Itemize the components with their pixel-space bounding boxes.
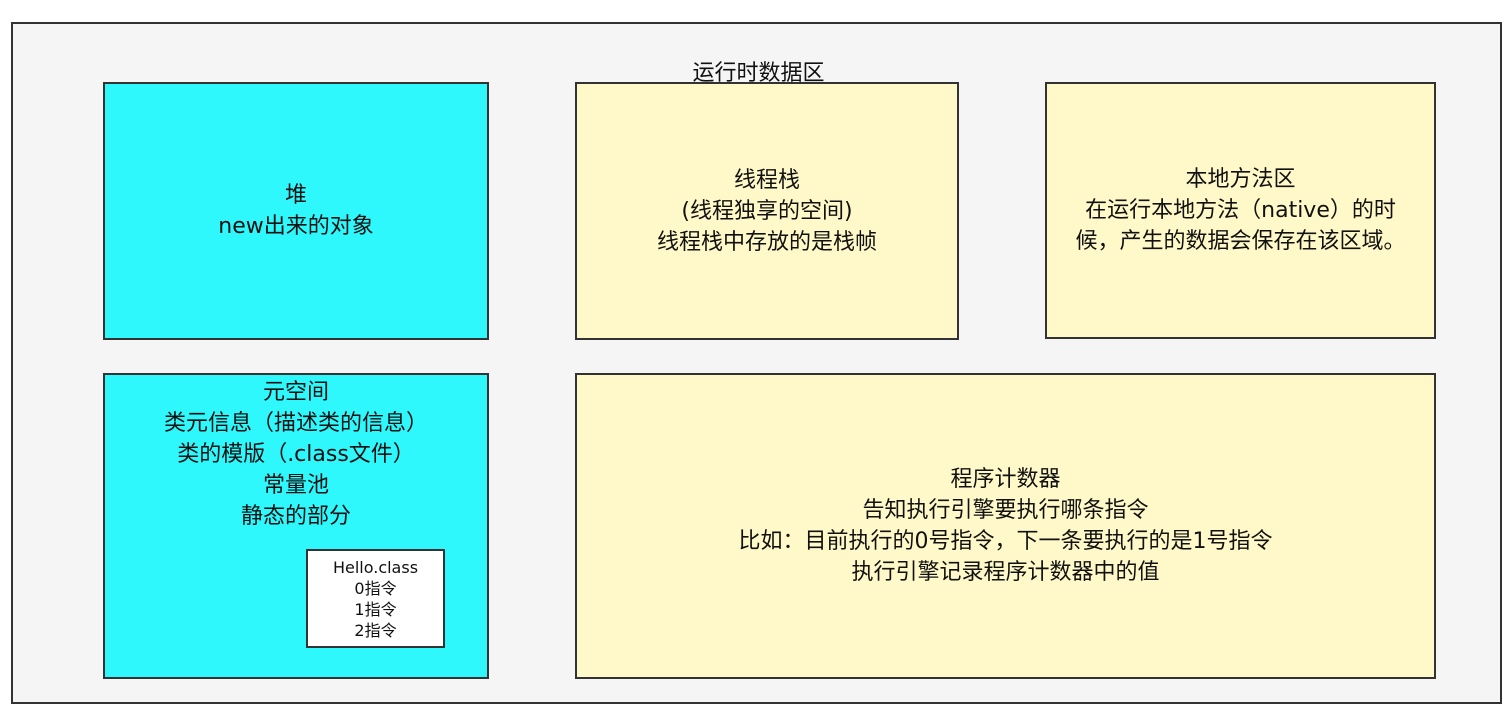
metaspace-constant-pool: 常量池 <box>262 473 329 498</box>
heap-box: 堆 new出来的对象 <box>103 82 489 340</box>
heap-description: new出来的对象 <box>218 214 374 239</box>
thread-stack-note: (线程独享的空间) <box>681 198 853 224</box>
program-counter-title: 程序计数器 <box>950 467 1061 492</box>
thread-stack-description: 线程栈中存放的是栈帧 <box>656 229 877 255</box>
native-method-area-description: 在运行本地方法（native）的时候，产生的数据会保存在该区域。 <box>1075 198 1406 254</box>
program-counter-box: 程序计数器 告知执行引擎要执行哪条指令 比如：目前执行的0号指令，下一条要执行的… <box>575 373 1436 679</box>
program-counter-purpose: 告知执行引擎要执行哪条指令 <box>862 498 1149 523</box>
heap-title: 堆 <box>284 183 307 208</box>
program-counter-example: 比如：目前执行的0号指令，下一条要执行的是1号指令 <box>738 529 1273 554</box>
hello-class-title: Hello.class <box>332 557 419 577</box>
instruction-1: 1指令 <box>354 599 397 619</box>
instruction-2: 2指令 <box>354 620 397 640</box>
instruction-0: 0指令 <box>354 578 397 598</box>
thread-stack-title: 线程栈 <box>733 167 800 193</box>
metaspace-title: 元空间 <box>262 380 329 405</box>
thread-stack-box: 线程栈 (线程独享的空间) 线程栈中存放的是栈帧 <box>575 82 959 340</box>
native-method-area-box: 本地方法区 在运行本地方法（native）的时候，产生的数据会保存在该区域。 <box>1045 82 1436 339</box>
metaspace-class-template: 类的模版（.class文件） <box>177 442 415 467</box>
metaspace-static-part: 静态的部分 <box>240 504 351 529</box>
metaspace-class-metadata: 类元信息（描述类的信息） <box>163 411 428 436</box>
hello-class-box: Hello.class 0指令 1指令 2指令 <box>306 549 445 648</box>
native-method-area-title: 本地方法区 <box>1185 167 1296 192</box>
runtime-data-area-title: 运行时数据区 <box>692 61 825 86</box>
program-counter-record: 执行引擎记录程序计数器中的值 <box>851 560 1160 585</box>
